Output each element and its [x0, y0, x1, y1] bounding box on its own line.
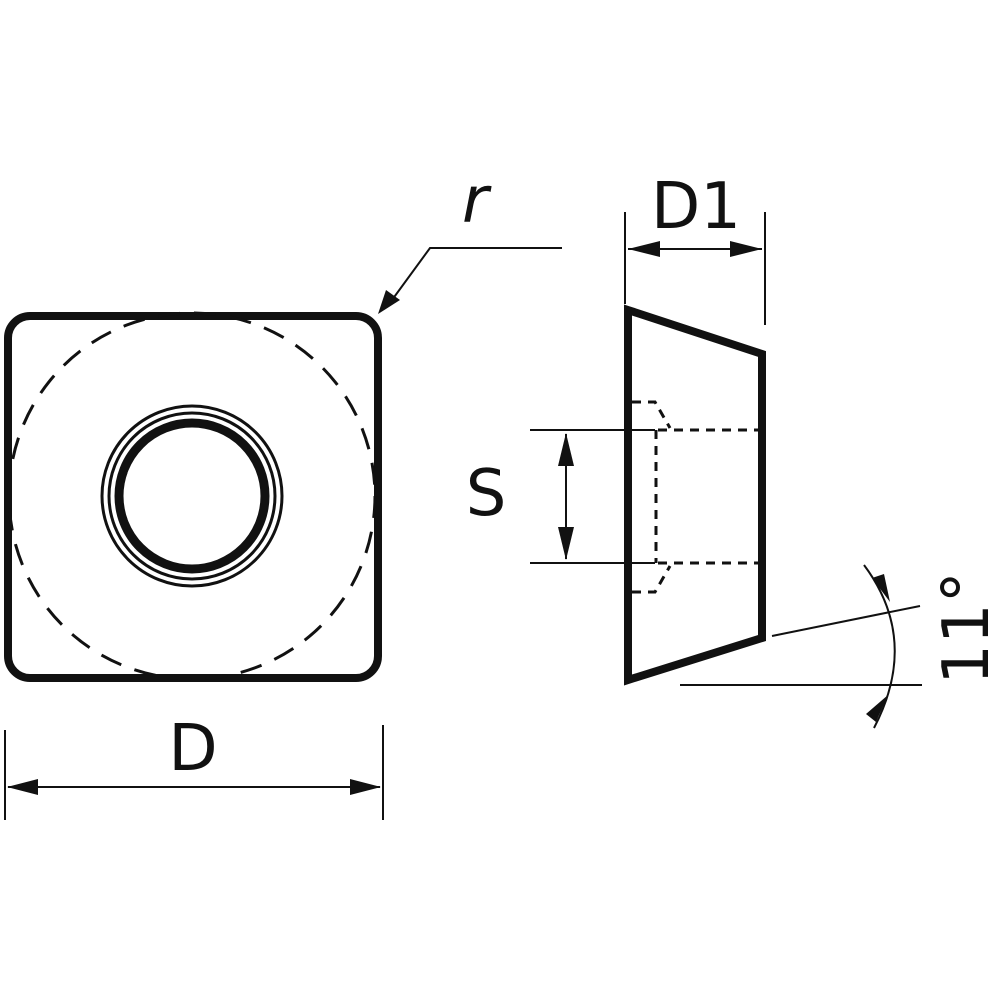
radius-label: r — [462, 164, 492, 238]
height-dimension: D1 — [624, 170, 766, 325]
insert-side-profile — [624, 304, 766, 686]
height-arrow-right — [730, 241, 762, 257]
insert-outline-square — [4, 312, 382, 682]
radius-leader-line — [391, 247, 562, 301]
thickness-arrow-bottom — [558, 527, 574, 560]
width-label: D — [168, 712, 217, 786]
thickness-label: S — [466, 457, 507, 531]
width-arrow-right — [350, 779, 381, 795]
height-label: D1 — [651, 170, 741, 244]
angle-arrow-top — [872, 574, 890, 602]
angle-extension-slanted — [771, 605, 921, 637]
thickness-arrow-top — [558, 433, 574, 466]
angle-label: 11° — [930, 571, 1000, 684]
center-hole — [114, 418, 270, 574]
angle-arrow-bottom — [866, 695, 888, 722]
angle-dimension: 11° — [680, 564, 1000, 729]
hidden-line-countersink-bottom — [632, 565, 672, 594]
side-view — [624, 304, 766, 686]
radius-callout: r — [378, 164, 562, 314]
countersink-middle-ring — [107, 411, 277, 581]
hidden-line-countersink-top — [632, 400, 672, 429]
radius-arrowhead — [378, 290, 400, 314]
inscribed-circle-dashed — [7, 311, 377, 681]
height-arrow-left — [628, 241, 660, 257]
top-view — [4, 311, 382, 682]
width-arrow-left — [7, 779, 38, 795]
angle-arc — [863, 564, 896, 729]
thickness-dimension: S — [466, 429, 655, 564]
width-dimension: D — [4, 712, 384, 820]
countersink-outer-ring — [100, 404, 284, 588]
